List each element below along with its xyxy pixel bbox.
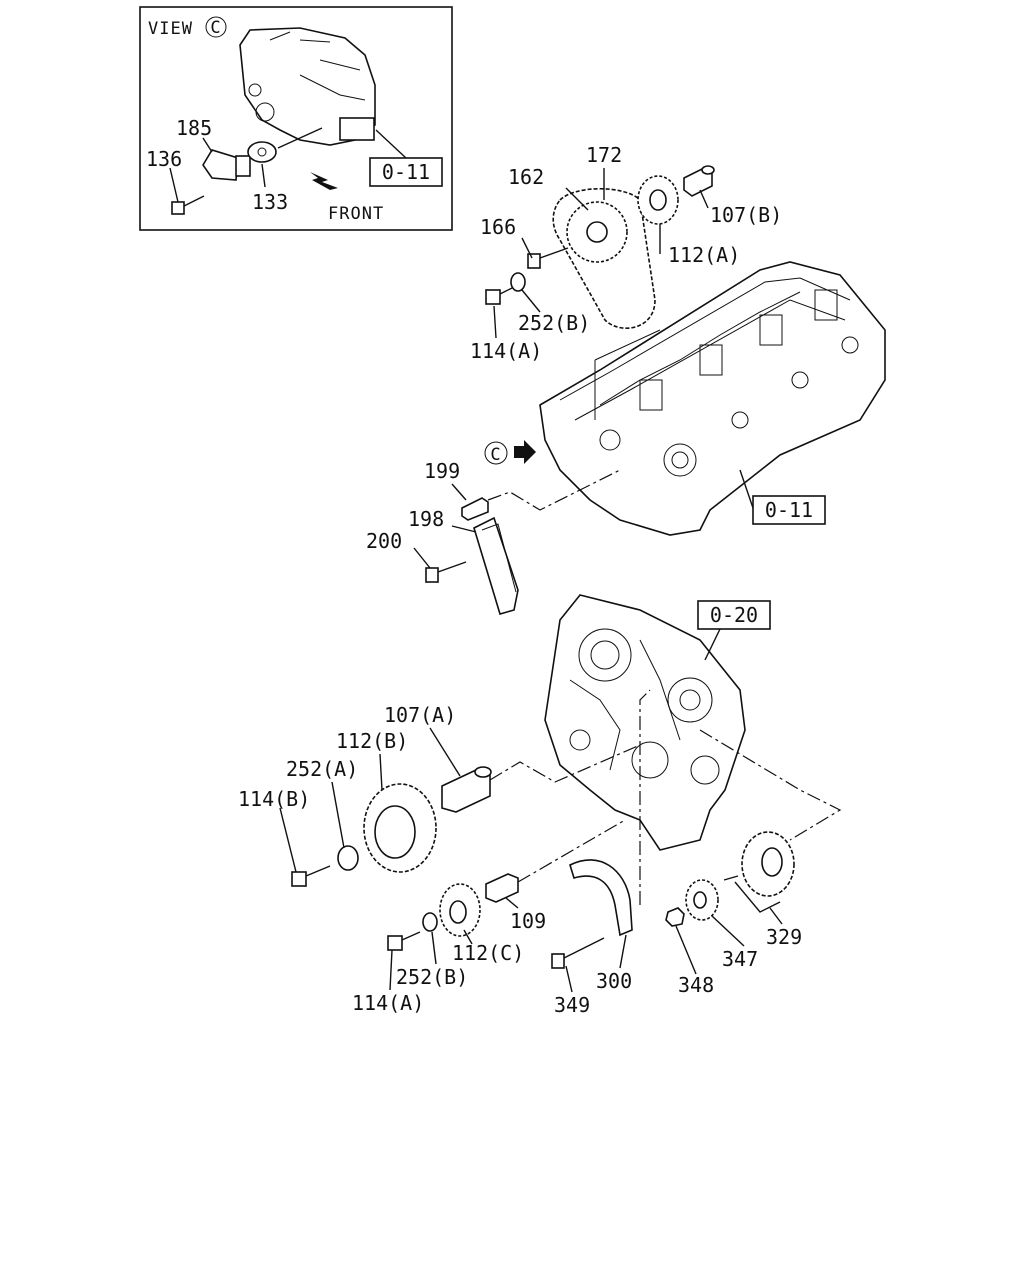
case-bore-2 [667,677,713,723]
pin-199 [461,497,489,521]
callout-252b-bottom: 252(B) [396,965,468,989]
cylinder-head-outline [539,261,886,536]
inset-view-ref: C [210,18,221,38]
callout-252a: 252(A) [286,757,358,781]
bolt-349-head [551,953,565,969]
callout-107a: 107(A) [384,703,456,727]
chain-guide-198 [473,516,519,615]
washer-252b-bottom [422,912,438,932]
callout-166: 166 [480,215,516,239]
bolt-136-head [171,201,185,215]
front-arrow-icon [310,172,338,190]
bolt-166-head [527,253,541,269]
inset-block-detail [269,31,366,101]
timing-case-outline [544,594,746,851]
inset-view-circle [205,16,227,38]
bolt-166-shank [539,247,569,259]
callout-133: 133 [252,190,288,214]
washer-252b-top [510,272,526,292]
bolt-114a-top-head [485,289,501,305]
inset-ref-box [369,157,443,187]
callout-112a: 112(A) [668,243,740,267]
shaft-109 [485,873,519,903]
inset-bore-2 [248,83,262,97]
callout-329: 329 [766,925,802,949]
callout-114a-top: 114(A) [470,339,542,363]
callout-112b: 112(B) [336,729,408,753]
case-ref-text: 0-20 [710,603,758,627]
front-label: FRONT [328,204,384,224]
head-ref-text: 0-11 [765,498,813,522]
inset-bore [255,102,275,122]
callout-107b: 107(B) [710,203,782,227]
timing-case-assembly: 0-20 [238,594,842,1017]
case-ref-box [697,600,771,630]
head-port [663,443,697,477]
callout-172: 172 [586,143,622,167]
inset-title: VIEW [148,19,193,39]
callout-300: 300 [596,969,632,993]
callout-348: 348 [678,973,714,997]
callout-349: 349 [554,993,590,1017]
case-bore-1 [578,628,632,682]
view-c-marker [484,441,508,465]
head-ref-box [752,495,826,525]
pin-329 [723,875,739,881]
callout-200: 200 [366,529,402,553]
view-c-marker-text: C [490,445,501,465]
callout-112c: 112(C) [452,941,524,965]
bolt-136-shank [183,195,205,207]
callout-114b: 114(B) [238,787,310,811]
inset-mount-block [339,117,375,141]
washer-252a [337,845,359,871]
cylinder-head-assembly: C 0-11 199 198 200 [366,261,886,615]
callout-109: 109 [510,909,546,933]
callout-198: 198 [408,507,444,531]
nut-348 [665,907,685,927]
callout-252b-top: 252(B) [518,311,590,335]
bolt-114a-bottom-head [387,935,403,951]
timing-chain-assembly: 172 162 166 107(B) 112(A) 252(B) 114(A) [470,143,782,363]
callout-347: 347 [722,947,758,971]
view-c-inset: VIEW C 185 136 133 FRONT 0-11 [139,6,453,231]
sensor-185-body [235,155,251,177]
callout-136: 136 [146,147,182,171]
callout-185: 185 [176,116,212,140]
callout-199: 199 [424,459,460,483]
callout-162: 162 [508,165,544,189]
view-direction-arrow-icon [514,440,536,464]
gasket-133 [247,141,277,163]
callout-114a-bottom: 114(A) [352,991,424,1015]
bolt-200-head [425,567,439,583]
tensioner-300 [569,859,633,937]
bolt-114b-head [291,871,307,887]
inset-ref-text: 0-11 [382,160,430,184]
